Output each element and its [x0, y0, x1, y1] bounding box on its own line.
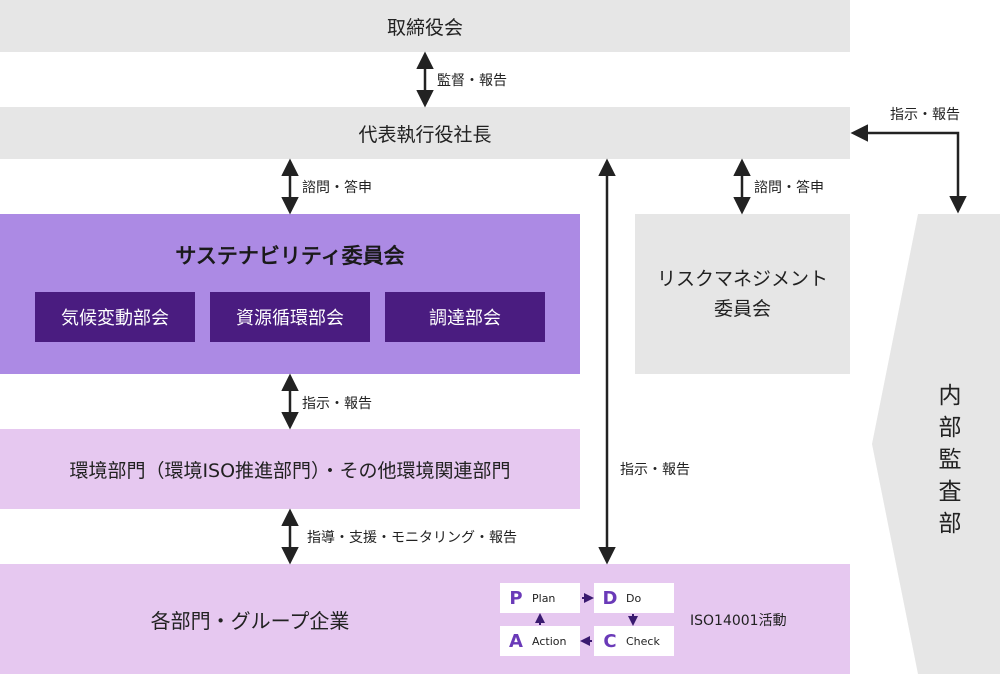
pdca-check: C Check	[594, 626, 674, 656]
pdca-check-word: Check	[626, 634, 660, 648]
subcommittee-climate: 気候変動部会	[35, 292, 195, 342]
subcommittee-resource: 資源循環部会	[210, 292, 370, 342]
risk-management-committee-box: リスクマネジメント 委員会	[635, 214, 850, 374]
subcommittee-procurement: 調達部会	[385, 292, 545, 342]
internal-audit-shape	[872, 214, 1000, 674]
pdca-plan: P Plan	[500, 583, 580, 613]
label-ceo-internal-audit: 指示・報告	[890, 107, 960, 123]
sustainability-committee-title: サステナビリティ委員会	[175, 244, 405, 268]
environment-department-box: 環境部門（環境ISO推進部門）・その他環境関連部門	[0, 429, 580, 509]
environment-department-label: 環境部門（環境ISO推進部門）・その他環境関連部門	[69, 459, 511, 482]
ceo-box: 代表執行役社長	[0, 107, 850, 159]
ceo-label: 代表執行役社長	[358, 123, 492, 146]
board-of-directors-box: 取締役会	[0, 0, 850, 52]
pdca-plan-letter: P	[509, 587, 523, 609]
label-sustainability-environment: 指示・報告	[302, 396, 372, 412]
pdca-do-letter: D	[602, 587, 618, 609]
risk-committee-line1: リスクマネジメント	[656, 268, 828, 290]
label-board-ceo: 監督・報告	[437, 73, 507, 89]
pdca-action-letter: A	[509, 630, 523, 652]
label-ceo-sustainability: 諮問・答申	[302, 180, 372, 196]
pdca-plan-word: Plan	[532, 591, 556, 605]
pdca-check-letter: C	[603, 630, 617, 652]
internal-audit-label: 内部監査部	[938, 383, 962, 537]
board-label: 取締役会	[386, 16, 463, 39]
label-environment-departments: 指導・支援・モニタリング・報告	[307, 530, 517, 546]
departments-group-companies-box	[0, 564, 850, 674]
pdca-do-word: Do	[626, 591, 642, 605]
iso-activity-label: ISO14001活動	[690, 613, 787, 629]
label-ceo-departments: 指示・報告	[620, 462, 690, 478]
label-ceo-risk: 諮問・答申	[754, 180, 824, 196]
arrow-ceo-internal-audit	[850, 124, 967, 214]
risk-committee-line2: 委員会	[713, 298, 771, 320]
pdca-do: D Do	[594, 583, 674, 613]
pdca-action-word: Action	[532, 634, 567, 648]
pdca-action: A Action	[500, 626, 580, 656]
departments-label: 各部門・グループ企業	[150, 608, 350, 633]
